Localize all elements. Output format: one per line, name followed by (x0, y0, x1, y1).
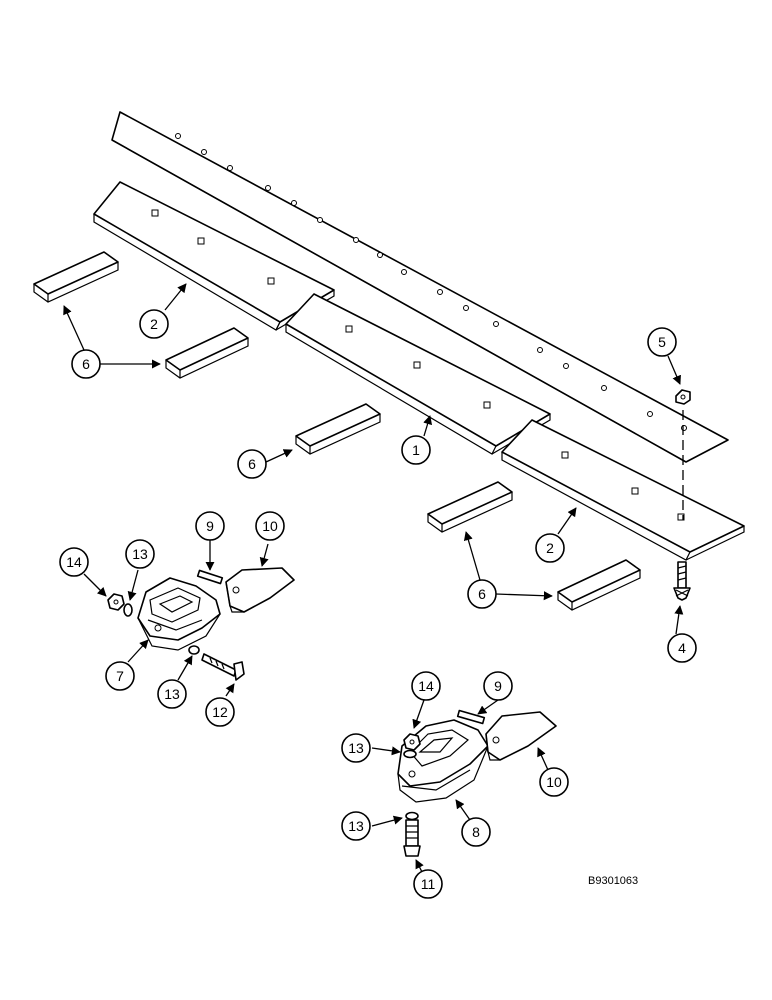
plow-nut (675, 389, 691, 405)
callout-10-left: 10 (255, 511, 285, 541)
callout-1: 1 (401, 435, 431, 465)
center-bit (285, 293, 551, 455)
callout-11: 11 (413, 869, 443, 899)
washer-left-outer (123, 603, 133, 617)
svg-text:14: 14 (418, 678, 434, 694)
callout-12: 12 (205, 697, 235, 727)
svg-text:9: 9 (494, 678, 502, 694)
callout-13-right-bottom: 13 (341, 811, 371, 841)
end-bit-left (93, 181, 335, 331)
nut-right (403, 733, 421, 751)
svg-text:13: 13 (348, 818, 364, 834)
callout-14-left: 14 (59, 547, 89, 577)
callout-13-left-top: 13 (125, 539, 155, 569)
callout-4: 4 (667, 633, 697, 663)
callout-8: 8 (461, 817, 491, 847)
svg-text:13: 13 (132, 546, 148, 562)
svg-text:13: 13 (164, 686, 180, 702)
svg-text:2: 2 (150, 316, 158, 332)
callout-13-right-top: 13 (341, 733, 371, 763)
tooth-point-right (485, 711, 557, 761)
svg-text:4: 4 (678, 640, 686, 656)
svg-text:10: 10 (546, 774, 562, 790)
svg-text:5: 5 (658, 334, 666, 350)
callout-7: 7 (105, 661, 135, 691)
callout-6-top: 6 (71, 349, 101, 379)
svg-text:1: 1 (412, 442, 420, 458)
figure-reference: B9301063 (588, 875, 638, 887)
pin-right (456, 709, 486, 725)
callout-14-right: 14 (411, 671, 441, 701)
shim-4 (427, 481, 513, 533)
callout-9-right: 9 (483, 671, 513, 701)
tooth-point-left (225, 567, 295, 613)
svg-text:13: 13 (348, 740, 364, 756)
callout-2-right: 2 (535, 533, 565, 563)
plow-bolt (673, 561, 691, 601)
svg-text:14: 14 (66, 554, 82, 570)
svg-text:9: 9 (206, 518, 214, 534)
callout-10-right: 10 (539, 767, 569, 797)
shim-3 (295, 403, 381, 455)
base-edge-plate (111, 111, 729, 463)
callout-5: 5 (647, 327, 677, 357)
svg-text:12: 12 (212, 704, 228, 720)
callout-13-left-bottom: 13 (157, 679, 187, 709)
bolt-left (201, 653, 245, 681)
callout-2-left: 2 (139, 309, 169, 339)
svg-text:11: 11 (421, 876, 436, 892)
shim-2 (165, 327, 249, 379)
pin-left (196, 569, 224, 585)
bolt-right (403, 819, 421, 857)
svg-text:6: 6 (82, 356, 90, 372)
callout-9-left: 9 (195, 511, 225, 541)
washer-left-inner (188, 645, 200, 655)
nut-left (107, 593, 125, 611)
svg-text:7: 7 (116, 668, 124, 684)
svg-text:2: 2 (546, 540, 554, 556)
svg-text:10: 10 (262, 518, 278, 534)
shim-5 (557, 559, 641, 611)
svg-text:6: 6 (248, 456, 256, 472)
tooth-adapter-right (397, 719, 489, 803)
leader-lines (63, 283, 684, 877)
washer-right-bottom (405, 811, 419, 821)
callout-6-middle: 6 (237, 449, 267, 479)
washer-right-top (403, 749, 417, 759)
callout-6-bottom: 6 (467, 579, 497, 609)
tooth-adapter-left (137, 577, 221, 651)
svg-text:8: 8 (472, 824, 480, 840)
shim-1 (33, 251, 119, 303)
svg-text:6: 6 (478, 586, 486, 602)
